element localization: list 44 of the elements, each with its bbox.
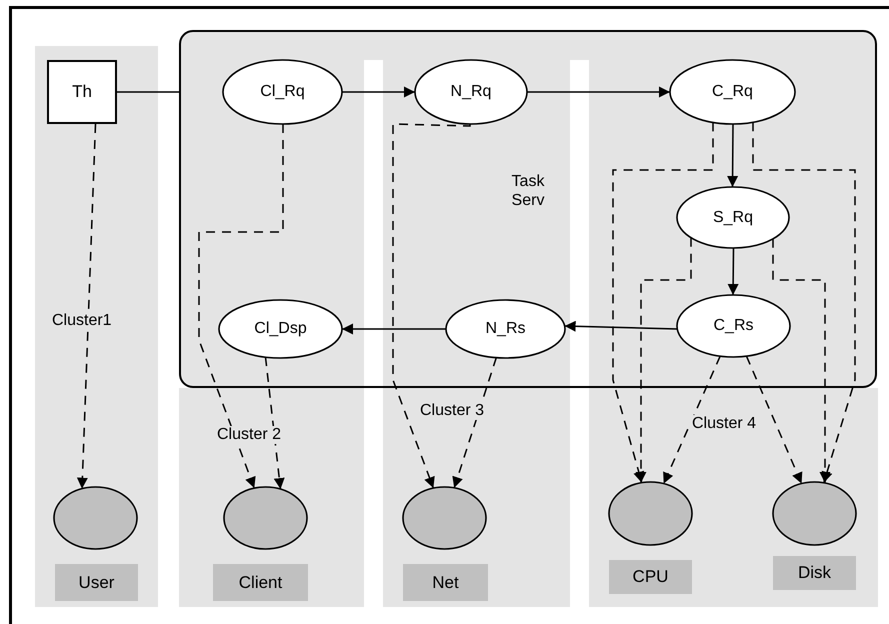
cluster-label: Cluster 2 [215,426,284,444]
process-ellipse: N_Rs [446,300,565,358]
process-ellipse: S_Rq [677,187,789,248]
arrow [76,124,96,489]
arrow [727,124,738,187]
task-group-box [179,30,877,388]
resource-ellipse [224,487,307,549]
cluster-band [383,388,570,607]
process-ellipse: Cl_Rq [223,60,342,124]
arrow [612,122,714,483]
thread-box: Th [47,60,117,124]
arrow [564,320,678,332]
arrow [342,324,446,334]
arrow [636,238,692,483]
resource-tag: User [55,564,138,601]
resource-ellipse [54,487,137,549]
arrow [264,357,285,490]
process-ellipse: N_Rq [415,60,527,124]
arrow [198,124,284,488]
cluster-band [589,388,878,607]
arrow [452,357,498,488]
group-label: Task Serv [510,172,546,210]
arrow [527,86,670,98]
process-ellipse: C_Rs [677,295,790,357]
arrow [752,122,856,484]
resource-ellipse [773,482,856,545]
arrow [772,238,830,483]
resource-tag: Disk [773,556,856,590]
arrow [342,86,415,98]
process-ellipse: Cl_Dsp [219,300,342,358]
cluster-band [179,388,364,607]
resource-tag: Net [403,564,488,601]
arrow [728,248,739,295]
arrow [392,123,471,488]
resource-ellipse [403,487,486,549]
arrow [746,356,802,484]
resource-tag: Client [213,564,308,601]
arrow [663,356,721,484]
connector-line [117,91,179,93]
resource-tag: CPU [609,560,692,594]
resource-ellipse [609,482,692,545]
process-ellipse: C_Rq [670,60,795,124]
cluster-label: Cluster 3 [418,402,486,420]
cluster-band [35,46,158,607]
